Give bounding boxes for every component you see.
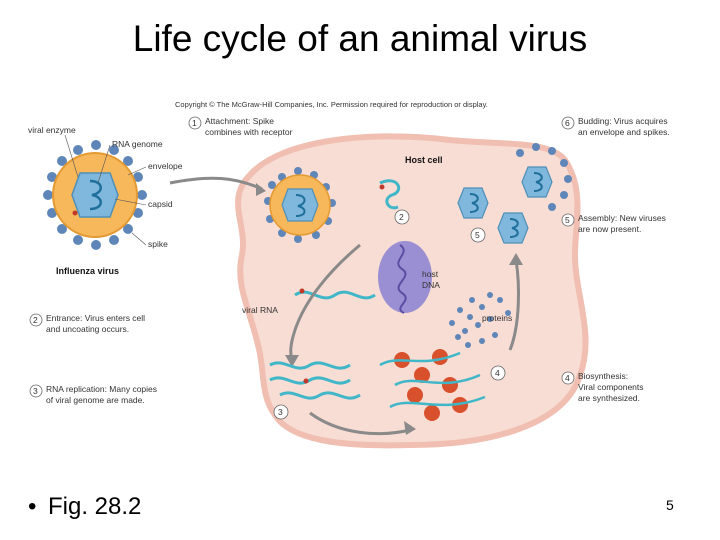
- influenza-virus: [43, 140, 147, 250]
- figure-svg: Copyright © The McGraw-Hill Companies, I…: [20, 95, 700, 455]
- svg-text:3: 3: [278, 407, 283, 417]
- svg-text:2: 2: [399, 212, 404, 222]
- label-envelope: envelope: [148, 161, 183, 171]
- svg-text:4: 4: [565, 373, 570, 383]
- virus-life-cycle-figure: Copyright © The McGraw-Hill Companies, I…: [20, 95, 700, 455]
- figure-caption: Fig. 28.2: [48, 493, 141, 520]
- svg-text:Entrance: Virus enters cell: Entrance: Virus enters cell: [46, 313, 145, 323]
- svg-text:3: 3: [33, 386, 38, 396]
- svg-text:1: 1: [192, 118, 197, 128]
- step-3-legend: 3 RNA replication: Many copies of viral …: [30, 384, 157, 405]
- label-viral-enzyme: viral enzyme: [28, 125, 76, 135]
- svg-text:2: 2: [33, 315, 38, 325]
- inline-step-5: 5: [471, 228, 485, 242]
- host-dna-label-2: DNA: [422, 280, 440, 290]
- svg-text:Viral components: Viral components: [578, 382, 644, 392]
- svg-text:Budding: Virus acquires: Budding: Virus acquires: [578, 116, 668, 126]
- svg-text:an envelope and spikes.: an envelope and spikes.: [578, 127, 670, 137]
- step-2-legend: 2 Entrance: Virus enters cell and uncoat…: [30, 313, 145, 334]
- svg-text:Attachment: Spike: Attachment: Spike: [205, 116, 274, 126]
- step-5-legend: 5 Assembly: New viruses are now present.: [562, 213, 666, 234]
- svg-text:combines with receptor: combines with receptor: [205, 127, 293, 137]
- svg-text:of viral genome are made.: of viral genome are made.: [46, 395, 145, 405]
- viral-enzyme: [73, 211, 78, 216]
- copyright-text: Copyright © The McGraw-Hill Companies, I…: [175, 100, 488, 109]
- svg-text:5: 5: [475, 230, 480, 240]
- svg-text:6: 6: [565, 118, 570, 128]
- figure-caption-bullet: •Fig. 28.2: [28, 493, 141, 521]
- label-proteins: proteins: [482, 313, 512, 323]
- label-capsid: capsid: [148, 199, 173, 209]
- inline-step-4: 4: [491, 366, 505, 380]
- svg-text:4: 4: [495, 368, 500, 378]
- label-spike: spike: [148, 239, 168, 249]
- inline-step-2: 2: [395, 210, 409, 224]
- svg-text:Biosynthesis:: Biosynthesis:: [578, 371, 628, 381]
- page-number: 5: [666, 497, 674, 513]
- svg-text:are now present.: are now present.: [578, 224, 641, 234]
- svg-text:are synthesized.: are synthesized.: [578, 393, 640, 403]
- label-influenza-virus: Influenza virus: [56, 266, 119, 276]
- inline-step-3: 3: [274, 405, 288, 419]
- step-6-legend: 6 Budding: Virus acquires an envelope an…: [562, 116, 670, 137]
- host-cell-label: Host cell: [405, 155, 443, 165]
- svg-text:5: 5: [565, 215, 570, 225]
- label-rna-genome: RNA genome: [112, 139, 163, 149]
- bullet-marker: •: [28, 493, 48, 521]
- svg-text:Assembly: New viruses: Assembly: New viruses: [578, 213, 666, 223]
- slide-title: Life cycle of an animal virus: [0, 18, 720, 60]
- host-dna-label-1: host: [422, 269, 439, 279]
- svg-text:RNA replication: Many copies: RNA replication: Many copies: [46, 384, 157, 394]
- svg-text:and uncoating occurs.: and uncoating occurs.: [46, 324, 129, 334]
- step-1-legend: 1 Attachment: Spike combines with recept…: [189, 116, 293, 137]
- label-viral-rna: viral RNA: [242, 305, 278, 315]
